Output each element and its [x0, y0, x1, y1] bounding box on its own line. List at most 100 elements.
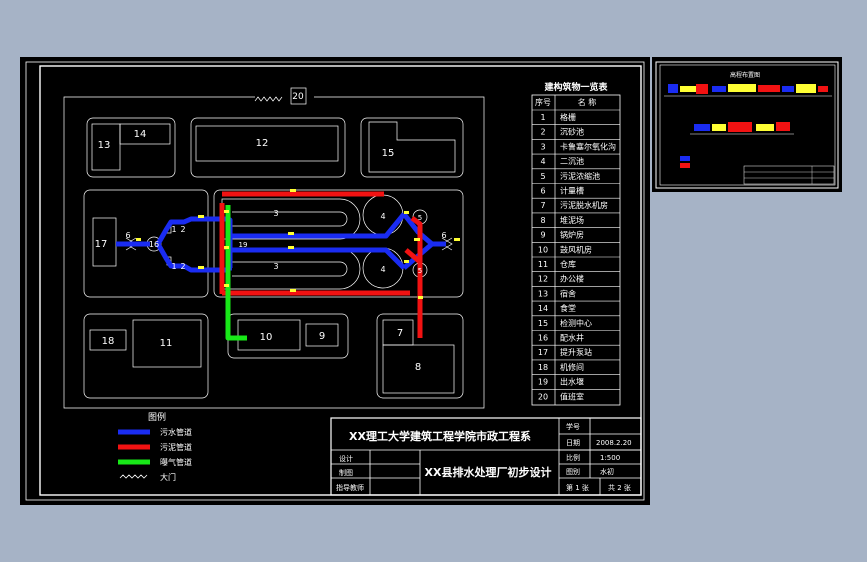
table-row-no: 6: [540, 187, 545, 196]
building-8: [382, 344, 455, 394]
table-row-name: 锅炉房: [560, 230, 584, 240]
table-row-name: 二沉池: [560, 156, 584, 166]
label-building-8: 8: [415, 362, 421, 373]
building-18: [89, 329, 127, 351]
title-drawing-no-value: 水初: [600, 467, 614, 476]
legend-sludge-label: 污泥管道: [160, 442, 192, 452]
oxidation-ditch-upper: [221, 198, 361, 240]
building-15: [368, 121, 456, 173]
elevation-title: 高程布置图: [730, 71, 760, 79]
zone-treatment: [213, 189, 464, 298]
table-row-name: 食堂: [560, 303, 576, 313]
table-row-name: 办公楼: [560, 274, 584, 284]
zone-storage: [83, 313, 209, 399]
table-title: 建构筑物一览表: [544, 81, 608, 93]
table-row-name: 配水井: [560, 333, 584, 343]
sewage-pipes: [116, 212, 446, 273]
table-row-no: 7: [540, 201, 545, 210]
building-12: [195, 125, 339, 162]
title-block: [330, 417, 642, 496]
title-total: 共 2 张: [608, 483, 631, 492]
title-school: XX理工大学建筑工程学院市政工程系: [349, 429, 531, 443]
table-row-name: 格栅: [560, 112, 576, 122]
building-13: [91, 123, 121, 171]
zone-office: [190, 117, 346, 178]
table-row-no: 3: [540, 142, 545, 151]
title-sheet: 第 1 张: [566, 483, 589, 492]
title-date-label: 日期: [566, 439, 580, 447]
oxidation-ditch-upper-inner: [232, 211, 348, 227]
table-row-no: 20: [538, 392, 548, 401]
label-building-10: 10: [260, 332, 273, 343]
title-scale-label: 比例: [566, 453, 580, 462]
legend: 图例 污水管道 污泥管道 曝气管道 大门: [118, 411, 192, 482]
label-building-5b: 5: [418, 267, 422, 275]
elevation-thumbnail: 高程布置图: [655, 61, 839, 189]
label-building-2a: 2: [180, 225, 185, 234]
label-building-3b: 3: [273, 262, 278, 271]
label-building-1a: 1: [171, 225, 176, 234]
label-building-19: 19: [239, 241, 248, 249]
legend-air-label: 曝气管道: [160, 457, 192, 467]
label-building-9: 9: [319, 331, 325, 342]
table-row-no: 15: [538, 319, 548, 328]
table-row-no: 9: [540, 231, 545, 240]
label-building-14: 14: [134, 129, 147, 140]
table-row-no: 8: [540, 216, 545, 225]
label-building-6a: 6: [125, 231, 130, 240]
table-row-name: 值班室: [560, 391, 584, 401]
building-9: [305, 323, 339, 347]
building-14: [119, 123, 171, 145]
table-row-name: 污泥脱水机房: [560, 200, 608, 210]
table-row-no: 4: [540, 157, 545, 166]
table-row-name: 沉砂池: [560, 127, 584, 137]
title-advisor-label: 指导教师: [336, 483, 364, 492]
table-row-no: 13: [538, 289, 548, 298]
table-row-no: 18: [538, 363, 548, 372]
label-building-18: 18: [102, 336, 115, 347]
table-row-name: 宿舍: [560, 288, 576, 298]
label-building-3a: 3: [273, 209, 278, 218]
title-scale-value: 1:500: [600, 454, 620, 462]
label-building-20: 20: [292, 92, 304, 102]
title-project: XX县排水处理厂初步设计: [425, 465, 552, 479]
sludge-pipes: [219, 191, 423, 338]
label-building-1b: 1: [171, 262, 176, 271]
pipe-tags: [136, 189, 460, 299]
legend-title: 图例: [148, 411, 166, 423]
title-serial-label: 学号: [566, 422, 580, 431]
legend-gate-label: 大门: [160, 472, 176, 482]
label-building-4a: 4: [380, 212, 385, 221]
title-drawing-no-label: 图别: [566, 467, 580, 476]
label-building-12: 12: [256, 138, 269, 149]
legend-sewage-label: 污水管道: [160, 427, 192, 437]
zone-dormitory: [86, 117, 176, 178]
site-plan: [63, 87, 485, 409]
label-building-5a: 5: [418, 214, 422, 222]
label-building-4b: 4: [380, 265, 385, 274]
title-date-value: 2008.2.20: [596, 439, 632, 447]
table-row-name: 仓库: [560, 259, 576, 269]
label-building-15: 15: [382, 148, 395, 159]
table-row-no: 10: [538, 245, 548, 254]
table-row-name: 鼓风机房: [560, 244, 592, 254]
table-header-name: 名 称: [578, 97, 597, 107]
main-gate-symbol: [254, 96, 283, 102]
table-row-name: 堆泥场: [560, 215, 584, 225]
building-10: [237, 319, 301, 351]
table-row-no: 16: [538, 334, 548, 343]
label-building-11: 11: [160, 338, 173, 349]
site-boundary: [63, 96, 485, 409]
label-building-13: 13: [98, 140, 111, 151]
table-row-name: 提升泵站: [560, 347, 592, 357]
table-row-no: 2: [540, 128, 545, 137]
legend-gate-swatch: [119, 474, 148, 479]
table-row-name: 污泥浓缩池: [560, 171, 600, 181]
table-row-name: 卡鲁塞尔氧化沟: [560, 141, 616, 151]
table-row-no: 17: [538, 348, 548, 357]
table-header-no: 序号: [535, 97, 551, 107]
table-row-name: 检测中心: [560, 318, 592, 328]
label-building-2b: 2: [180, 262, 185, 271]
